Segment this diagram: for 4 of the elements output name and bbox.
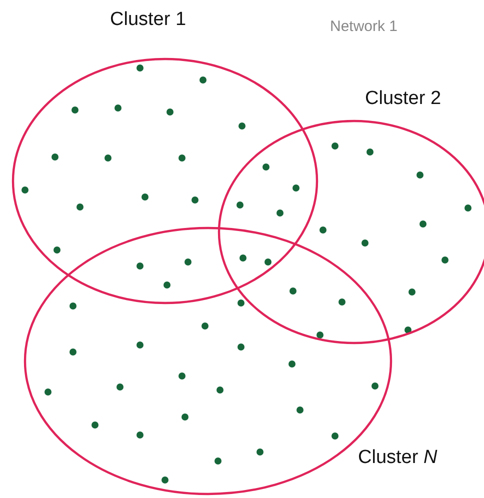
cluster-label: Cluster 1 xyxy=(110,9,186,31)
cluster-label: Cluster 2 xyxy=(365,88,442,110)
cluster-label: Cluster N xyxy=(358,447,438,469)
network-label: Network 1 xyxy=(330,18,398,35)
